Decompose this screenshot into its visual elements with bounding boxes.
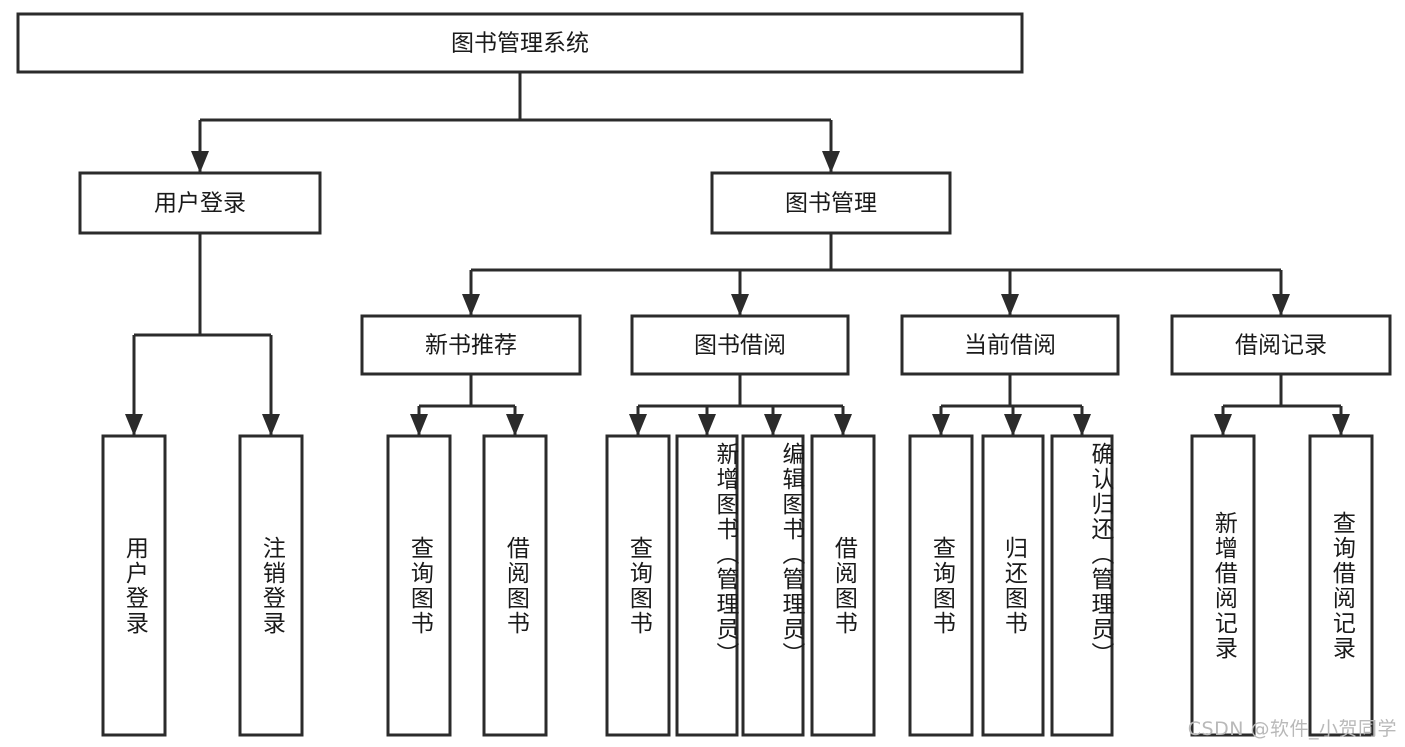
arrow-head-icon	[764, 414, 782, 436]
node-box-nbr-borrow-book[interactable]	[482, 434, 548, 737]
arrow-head-icon	[1073, 414, 1091, 436]
node-box-book-borrow[interactable]	[630, 314, 850, 376]
node-label-book-borrow: 图书借阅	[694, 333, 786, 359]
node-box-bb-borrow-book[interactable]	[810, 434, 876, 737]
node-label-borrow-record: 借阅记录	[1235, 333, 1327, 359]
watermark-text: CSDN @软件_小贺同学	[1187, 718, 1397, 740]
arrow-head-icon	[1214, 414, 1232, 436]
arrow-head-icon	[262, 414, 280, 436]
node-box-current-borrow[interactable]	[900, 314, 1120, 376]
connector-links-layer	[125, 72, 1350, 436]
arrow-head-icon	[698, 414, 716, 436]
node-label-current-borrow: 当前借阅	[964, 333, 1056, 359]
arrow-head-icon	[410, 414, 428, 436]
node-box-new-book-recommend[interactable]	[360, 314, 582, 376]
node-box-bb-edit-book[interactable]	[741, 434, 805, 737]
arrow-head-icon	[822, 151, 840, 173]
arrow-head-icon	[1332, 414, 1350, 436]
node-box-user-login[interactable]	[78, 171, 322, 235]
arrow-head-icon	[731, 294, 749, 316]
arrow-head-icon	[506, 414, 524, 436]
node-box-book-manage[interactable]	[710, 171, 952, 235]
arrow-head-icon	[932, 414, 950, 436]
node-label-root: 图书管理系统	[451, 31, 589, 57]
node-box-bb-add-book[interactable]	[675, 434, 739, 737]
node-label-new-book-recommend: 新书推荐	[425, 333, 517, 359]
node-box-cb-return-book[interactable]	[981, 434, 1045, 737]
node-box-bb-query-book[interactable]	[605, 434, 671, 737]
arrow-head-icon	[1272, 294, 1290, 316]
arrow-head-icon	[629, 414, 647, 436]
node-box-cb-confirm-return[interactable]	[1050, 434, 1114, 737]
arrow-head-icon	[1004, 414, 1022, 436]
arrow-head-icon	[462, 294, 480, 316]
node-label-user-login: 用户登录	[154, 191, 246, 217]
node-box-borrow-record[interactable]	[1170, 314, 1392, 376]
node-boxes-layer	[16, 12, 1392, 737]
node-box-user-logout-leaf[interactable]	[238, 434, 304, 737]
arrow-head-icon	[834, 414, 852, 436]
node-box-nbr-query-book[interactable]	[386, 434, 452, 737]
arrow-head-icon	[1001, 294, 1019, 316]
node-label-book-manage: 图书管理	[785, 191, 877, 217]
node-box-user-login-leaf[interactable]	[101, 434, 167, 737]
node-box-br-query-record[interactable]	[1308, 434, 1374, 737]
node-box-br-add-record[interactable]	[1190, 434, 1256, 737]
node-box-root[interactable]	[16, 12, 1024, 74]
arrow-head-icon	[191, 151, 209, 173]
arrow-head-icon	[125, 414, 143, 436]
node-box-cb-query-book[interactable]	[908, 434, 974, 737]
